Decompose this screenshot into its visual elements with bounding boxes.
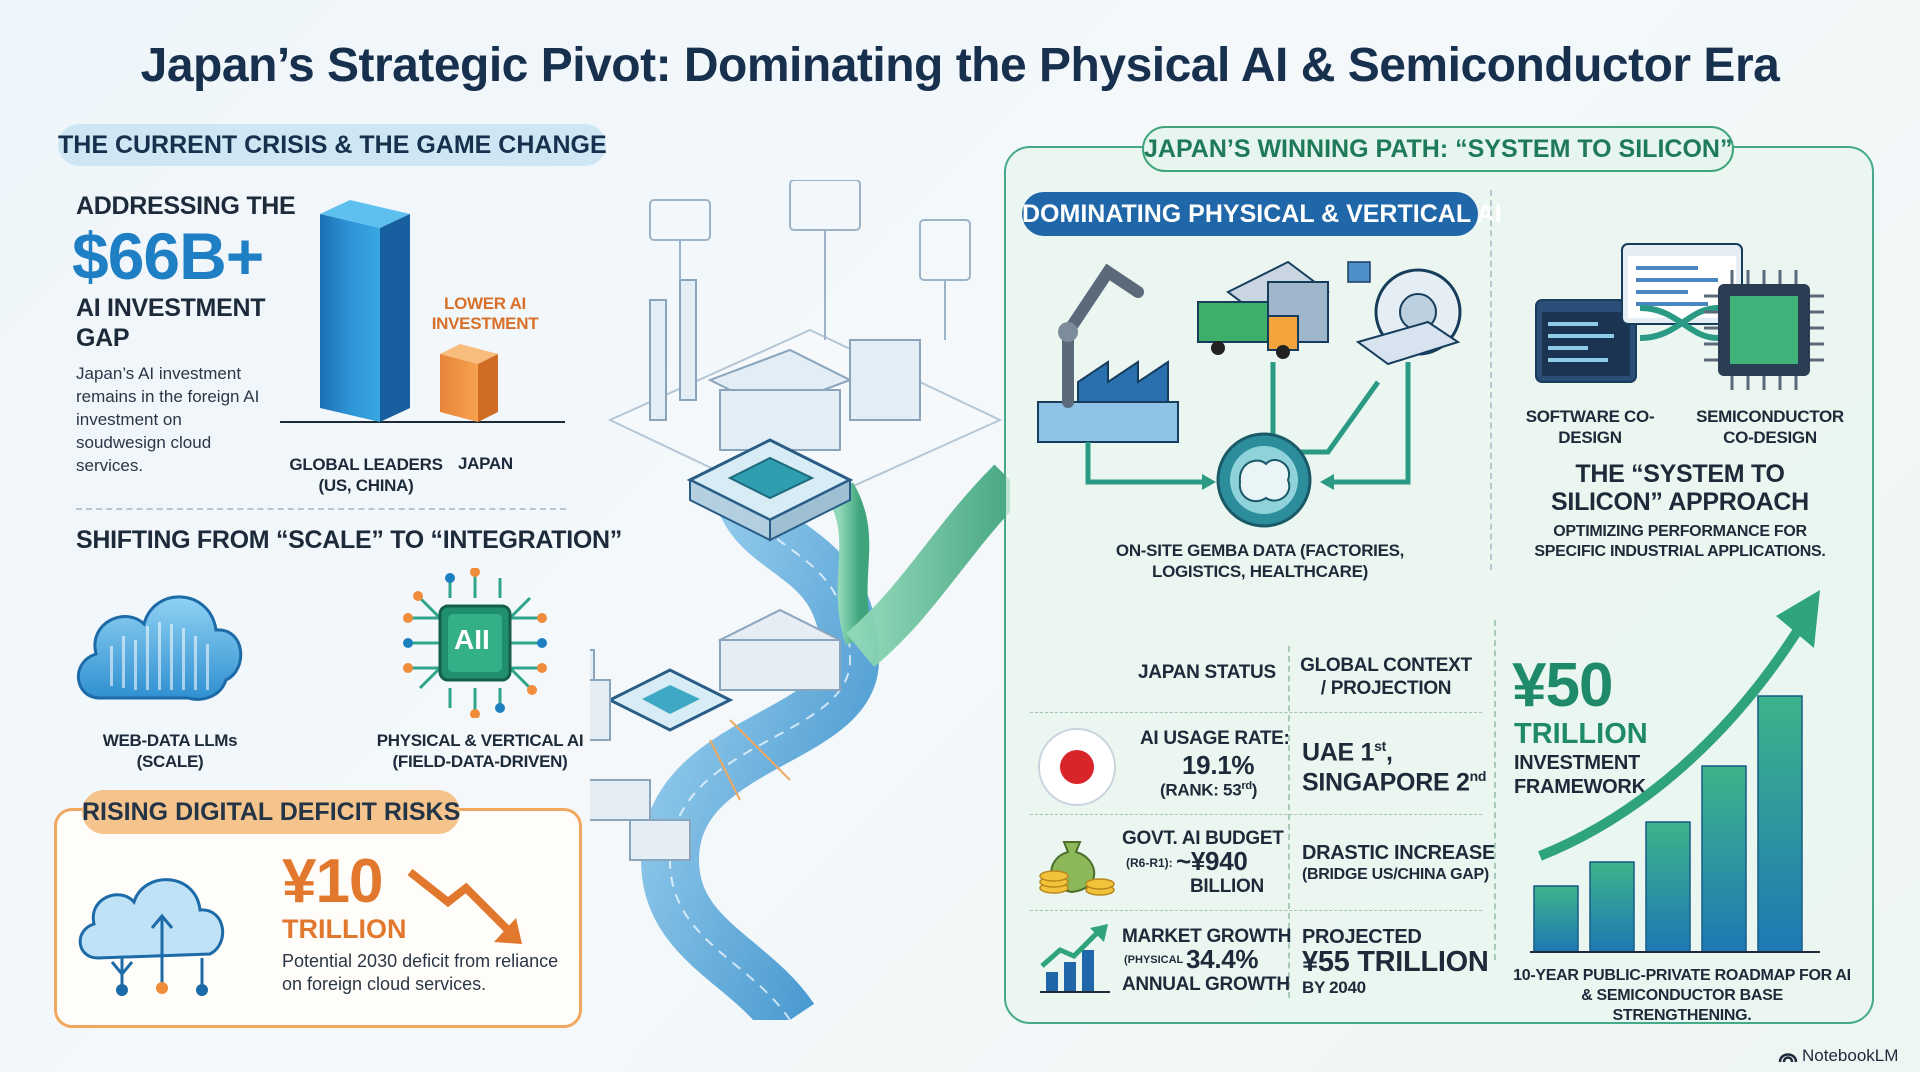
projection-label: PROJECTED [1302, 926, 1422, 948]
industry-pathway-illustration [590, 180, 1010, 1020]
cloud-data-icon [77, 595, 243, 701]
investment-label1: INVESTMENT [1514, 752, 1640, 774]
notebooklm-brand: NotebookLM [1802, 1046, 1899, 1065]
money-bag-icon [1039, 841, 1115, 896]
section-label-winning-path: JAPAN’S WINNING PATH: “SYSTEM TO SILICON… [1142, 126, 1734, 172]
table-divider [1030, 712, 1482, 713]
deficit-unit: TRILLION [282, 914, 407, 944]
japan-flag-icon [1038, 728, 1116, 806]
web-data-llm-label: WEB-DATA LLMs (SCALE) [102, 731, 238, 771]
singapore-sup: nd [1469, 768, 1487, 784]
divider-vertical [1494, 620, 1496, 960]
col-japan-status: JAPAN STATUS [1138, 662, 1276, 683]
medical-scanner-icon [1347, 261, 1462, 366]
budget-unit: BILLION [1190, 876, 1264, 897]
investment-unit: TRILLION [1514, 718, 1648, 750]
table-divider [1030, 814, 1482, 815]
budget-value: ~¥940 [1176, 846, 1248, 876]
uae-sep: , [1386, 738, 1393, 767]
page-title: Japan’s Strategic Pivot: Dominating the … [140, 39, 1780, 92]
market-growth-unit: ANNUAL GROWTH [1122, 974, 1290, 995]
co-design-graphic [1535, 243, 1824, 390]
table-divider-vertical [1288, 646, 1290, 998]
market-growth-label: MARKET GROWTH [1122, 926, 1292, 947]
gap-description: Japan’s AI investment remains in the for… [76, 364, 260, 475]
approach-subtitle: OPTIMIZING PERFORMANCE FOR SPECIFIC INDU… [1534, 523, 1826, 560]
budget-global: DRASTIC INCREASE [1302, 842, 1495, 864]
chip-text: AII [454, 624, 490, 655]
rank-prefix: (RANK: 53 [1160, 780, 1242, 800]
uae-sup: st [1374, 738, 1386, 754]
divider [76, 508, 566, 510]
investment-bars-graphic [280, 200, 565, 423]
investment-caption: 10-YEAR PUBLIC-PRIVATE ROADMAP FOR AI & … [1513, 967, 1851, 1024]
projection-year: BY 2040 [1302, 978, 1366, 997]
investment-amount: ¥50 [1512, 651, 1613, 720]
japan-bar [440, 344, 498, 422]
shift-heading: SHIFTING FROM “SCALE” TO “INTEGRATION” [76, 526, 622, 554]
growth-chart-icon [1040, 924, 1110, 993]
usage-rate-label: AI USAGE RATE: [1140, 728, 1290, 749]
growth-bar-3 [1645, 821, 1691, 953]
usage-rank: (RANK: 53rd) [1160, 780, 1257, 801]
singapore-text: SINGAPORE 2 [1302, 768, 1470, 797]
semiconductor-co-design-label: SEMICONDUCTOR CO-DESIGN [1696, 407, 1844, 447]
divider-vertical [1490, 190, 1492, 570]
growth-bar-4 [1701, 765, 1747, 953]
physical-ai-sources-graphic [1037, 260, 1462, 528]
semiconductor-chip-icon [1704, 270, 1824, 390]
col-global-context: GLOBAL CONTEXT / PROJECTION [1300, 655, 1472, 699]
section-label-physical-ai: DOMINATING PHYSICAL & VERTICAL AI [1022, 192, 1502, 236]
usage-rate-value: 19.1% [1182, 750, 1255, 780]
rank-close: ) [1251, 780, 1258, 800]
global-leaders-bar [320, 200, 410, 422]
growth-bar-2 [1589, 861, 1635, 953]
section-label-deficit: RISING DIGITAL DEFICIT RISKS [82, 790, 460, 834]
growth-bar-1 [1533, 885, 1579, 953]
market-growth-value: 34.4% [1186, 944, 1259, 974]
gemba-data-label: ON-SITE GEMBA DATA (FACTORIES, LOGISTICS… [1115, 541, 1405, 581]
lower-ai-investment-label: LOWER AI INVESTMENT [431, 294, 539, 333]
notebooklm-logo-icon [1778, 1053, 1798, 1063]
market-growth-note: (PHYSICAL [1124, 954, 1184, 966]
investment-label2: FRAMEWORK [1514, 776, 1646, 798]
global-rank-uae: UAE 1st, [1302, 730, 1393, 768]
physical-ai-chip-icon [403, 568, 547, 718]
japan-bar-label: JAPAN [458, 454, 513, 473]
uae-text: UAE 1 [1302, 738, 1375, 767]
growth-bar-5 [1757, 695, 1803, 953]
table-divider [1030, 910, 1482, 911]
projection-value: ¥55 TRILLION [1302, 946, 1489, 978]
truck-warehouse-icon [1197, 260, 1330, 359]
investment-growth-chart [1530, 590, 1820, 953]
section-label-crisis: THE CURRENT CRISIS & THE GAME CHANGE [58, 124, 607, 166]
global-rank-singapore: SINGAPORE 2nd [1302, 760, 1486, 798]
budget-label: GOVT. AI BUDGET [1122, 828, 1284, 849]
gap-line2: AI INVESTMENT [76, 294, 266, 322]
deficit-amount: ¥10 [282, 847, 383, 916]
cloud-outflow-icon [78, 878, 225, 996]
budget-global-sub: (BRIDGE US/CHINA GAP) [1302, 866, 1489, 883]
deficit-description: Potential 2030 deficit from reliance on … [282, 951, 559, 994]
down-trend-arrow-icon [407, 868, 522, 944]
gap-line1: ADDRESSING THE [76, 192, 296, 220]
gap-amount: $66B+ [72, 219, 264, 293]
physical-ai-label: PHYSICAL & VERTICAL AI (FIELD-DATA-DRIVE… [376, 731, 584, 771]
budget-note: (R6-R1): [1126, 856, 1173, 870]
gap-line3: GAP [76, 324, 130, 352]
approach-title: THE “SYSTEM TO SILICON” APPROACH [1551, 460, 1809, 516]
rank-suffix-sup: rd [1241, 780, 1252, 792]
robot-arm-icon [1037, 263, 1179, 443]
global-leaders-label: GLOBAL LEADERS (US, CHINA) [289, 455, 443, 495]
software-co-design-label: SOFTWARE CO-DESIGN [1525, 407, 1655, 447]
